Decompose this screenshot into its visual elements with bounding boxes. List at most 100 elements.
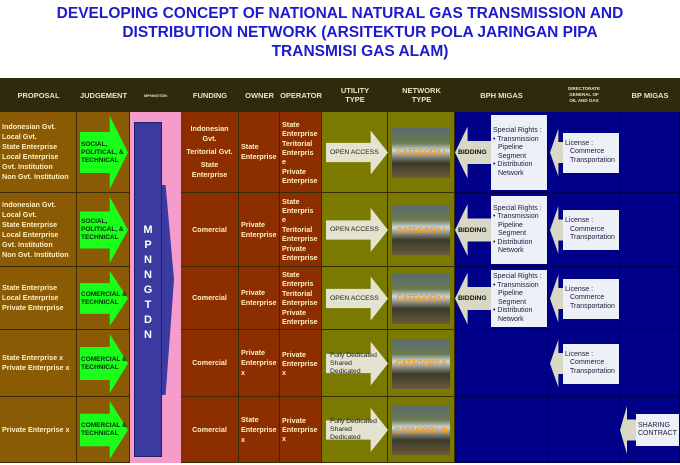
owner-item: State Enterprise	[241, 142, 277, 161]
proposal-item: Local Enterprise	[2, 152, 59, 161]
operator-item: Private Enterprise x	[282, 349, 318, 377]
operator-item: State Enterpris	[282, 270, 314, 288]
funding-item: State Enterprise	[191, 160, 228, 179]
proposal-item: Private Enterprise x	[2, 424, 70, 434]
funding-item: Indonesian Gvt.	[190, 124, 229, 143]
proposal-cell: Indonesian Gvt.Local Gvt.State Enterpris…	[0, 112, 77, 193]
license-line: License :	[565, 350, 594, 358]
mpnngtdn-letter: N	[144, 254, 152, 266]
funding-item: Comercial	[192, 358, 227, 367]
operator-item: Teritorial Enterpris e	[282, 138, 314, 166]
sharing-contract-line: CONTRACT	[638, 430, 677, 437]
operator-item: Private Enterprise x	[282, 416, 318, 443]
funding-item: Comercial	[192, 224, 227, 234]
owner-item: Private Enterprise x	[241, 348, 277, 377]
funding-item: Comercial	[192, 293, 227, 302]
operator-item: Private Enterprise	[282, 308, 318, 326]
bidding-label: BIDDING	[458, 295, 487, 302]
bp-migas-cell	[620, 330, 680, 397]
owner-cell: State Enterprise x	[239, 397, 280, 463]
pipeline-photo: CATEGORY I	[392, 273, 450, 324]
proposal-item: Non Gvt. Institution	[2, 249, 69, 259]
special-rights-line: • Distribution	[493, 161, 533, 168]
header-directorate-general: DIRECTORATE GENERAL OF OIL AND GAS	[548, 78, 620, 112]
proposal-item: Indonesian Gvt.	[2, 199, 56, 209]
pipeline-photo: CATAGORY III	[392, 405, 450, 455]
special-rights-line: Special Rights :	[493, 273, 542, 280]
pipeline-photo: CATAGORY II	[392, 338, 450, 389]
special-rights-box: Special Rights :• Transmission Pipeline …	[491, 270, 547, 327]
license-line: License :	[565, 139, 594, 147]
owner-cell: State Enterprise	[239, 112, 280, 193]
special-rights-line: • Transmission	[493, 281, 539, 289]
utility-label: Fully Dedicated Shared Dedicated	[330, 418, 377, 441]
proposal-item: Private Enterprise	[2, 303, 64, 312]
special-rights-line: Network	[498, 315, 524, 323]
mpnngtdn-letter: M	[143, 224, 153, 236]
funding-item: Teritorial Gvt.	[186, 147, 233, 156]
license-line: Transportation	[570, 234, 615, 242]
proposal-item: Non Gvt. Institution	[2, 172, 69, 181]
license-line: Commerce	[570, 225, 605, 233]
owner-item: Private Enterprise	[241, 219, 277, 239]
header-bph-migas: BPH MIGAS	[455, 78, 548, 112]
judgement-label: SOCIAL, POLITICAL, & TECHNICAL	[81, 218, 124, 241]
owner-item: State Enterprise x	[241, 414, 277, 444]
operator-item: State Enterpris e	[282, 197, 314, 224]
special-rights-box: Special Rights :• Transmission Pipeline …	[491, 196, 547, 264]
proposal-cell: Private Enterprise x	[0, 397, 77, 463]
owner-cell: Private Enterprise	[239, 193, 280, 267]
owner-item: Private Enterprise	[241, 288, 277, 307]
judgement-label: SOCIAL, POLITICAL, & TECHNICAL	[81, 140, 124, 164]
proposal-item: State Enterprise	[2, 219, 58, 229]
bidding-label: BIDDING	[458, 226, 487, 234]
funding-cell: Comercial	[181, 267, 239, 330]
license-box: License : Commerce Transportation	[563, 343, 619, 384]
mpnngtdn-letter: T	[144, 299, 152, 311]
funding-cell: Comercial	[181, 397, 239, 463]
special-rights-line: Special Rights :	[493, 204, 542, 212]
proposal-cell: Indonesian Gvt.Local Gvt.State Enterpris…	[0, 193, 77, 267]
header-owner: OWNER	[239, 78, 280, 112]
proposal-item: State Enterprise	[2, 142, 58, 151]
mpnngtdn-letter: N	[144, 269, 152, 281]
bp-migas-cell	[620, 112, 680, 193]
license-line: Commerce	[570, 359, 605, 367]
license-box: License : Commerce Transportation	[563, 210, 619, 250]
operator-item: State Enterprise	[282, 119, 318, 138]
special-rights-line: Pipeline Segment	[498, 290, 527, 306]
license-line: License :	[565, 285, 594, 293]
operator-cell: Private Enterprise x	[280, 330, 322, 397]
utility-label: OPEN ACCESS	[330, 148, 379, 156]
utility-label: OPEN ACCESS	[330, 294, 379, 302]
proposal-item: Private Enterprise x	[2, 363, 70, 372]
header-mpnngtdn: MPNNGTDN	[130, 78, 181, 112]
bidding-label: BIDDING	[458, 149, 487, 156]
license-line: Transportation	[570, 367, 615, 375]
license-line: Transportation	[570, 302, 615, 310]
operator-item: Private Enterprise	[282, 166, 318, 185]
pipeline-photo: CATEGORY I	[392, 205, 450, 255]
header-bp-migas: BP MIGAS	[620, 78, 680, 112]
funding-cell: Indonesian Gvt. Teritorial Gvt. State Ente…	[181, 112, 239, 193]
mpnngtdn-letter: N	[144, 329, 152, 341]
mpnngtdn-bar	[134, 122, 162, 457]
proposal-item: Local Gvt.	[2, 209, 37, 219]
license-line: Commerce	[570, 294, 605, 302]
bph-migas-cell	[455, 397, 548, 463]
special-rights-line: Network	[498, 247, 524, 254]
directorate-cell	[548, 397, 620, 463]
funding-item: Comercial	[192, 424, 227, 434]
special-rights-line: • Transmission	[493, 213, 539, 220]
funding-cell: Comercial	[181, 193, 239, 267]
proposal-item: Gvt. Institution	[2, 239, 53, 249]
header-funding: FUNDING	[181, 78, 239, 112]
license-box: License : Commerce Transportation	[563, 132, 619, 173]
special-rights-box: Special Rights :• Transmission Pipeline …	[491, 115, 547, 190]
license-line: Commerce	[570, 148, 605, 156]
mpnngtdn-letter: D	[144, 314, 152, 326]
sharing-contract-line: SHARING	[638, 421, 670, 429]
